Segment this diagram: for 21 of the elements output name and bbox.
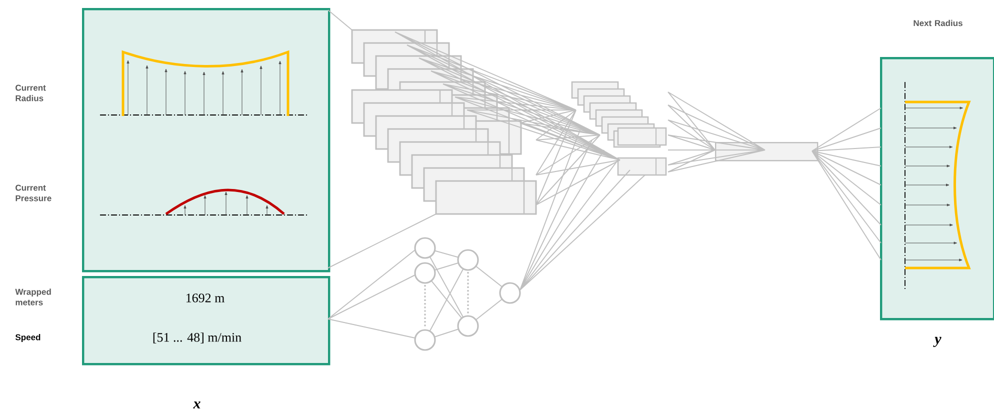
connector-lines — [394, 32, 620, 206]
side-label: Current Pressure — [16, 184, 52, 202]
connector-lines — [812, 108, 882, 260]
side-label: Speed — [15, 334, 40, 342]
conv-layers-drawing — [351, 29, 537, 215]
conv-layers-drawing — [571, 81, 667, 176]
connector-lines — [520, 130, 646, 290]
connector-lines — [328, 10, 352, 30]
side-label: Wrapped meters — [15, 288, 51, 306]
value-text: [51 ... 48] m/min — [153, 332, 242, 344]
profile-panel — [82, 8, 330, 272]
variable-label: x — [193, 402, 200, 408]
side-label: Current Radius — [16, 84, 46, 102]
neural-network-drawing — [414, 237, 521, 351]
variable-label: y — [933, 336, 942, 348]
connector-lines — [328, 250, 416, 338]
connector-lines — [668, 92, 766, 172]
value-text: 1692 m — [186, 294, 224, 302]
output-panel — [880, 57, 994, 320]
side-label: Next Radius — [914, 20, 962, 26]
input-panel — [82, 276, 330, 366]
